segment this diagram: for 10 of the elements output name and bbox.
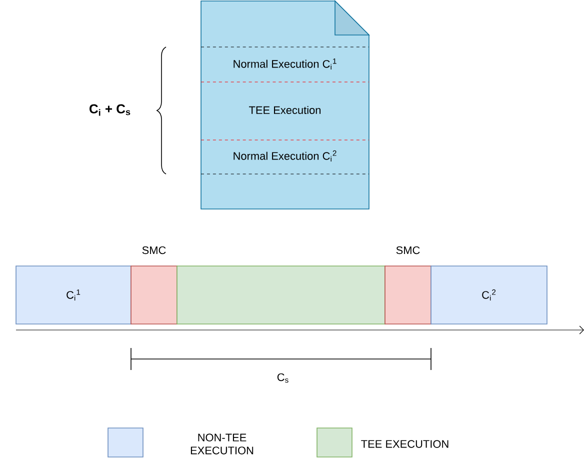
execution-segment: [384, 266, 432, 324]
section-label: TEE Execution: [249, 106, 321, 114]
smc-label: SMC: [396, 246, 420, 254]
smc-label: SMC: [142, 246, 166, 254]
execution-segment: [130, 266, 178, 324]
legend-label: NON-TEE EXECUTION: [190, 434, 254, 454]
dimension-label: C$_{s}$: [277, 373, 288, 383]
legend-label: TEE EXECUTION: [361, 440, 448, 448]
execution-segment: [176, 266, 386, 324]
sum-label: C$_{i}$ + C$_{s}$: [90, 104, 130, 116]
